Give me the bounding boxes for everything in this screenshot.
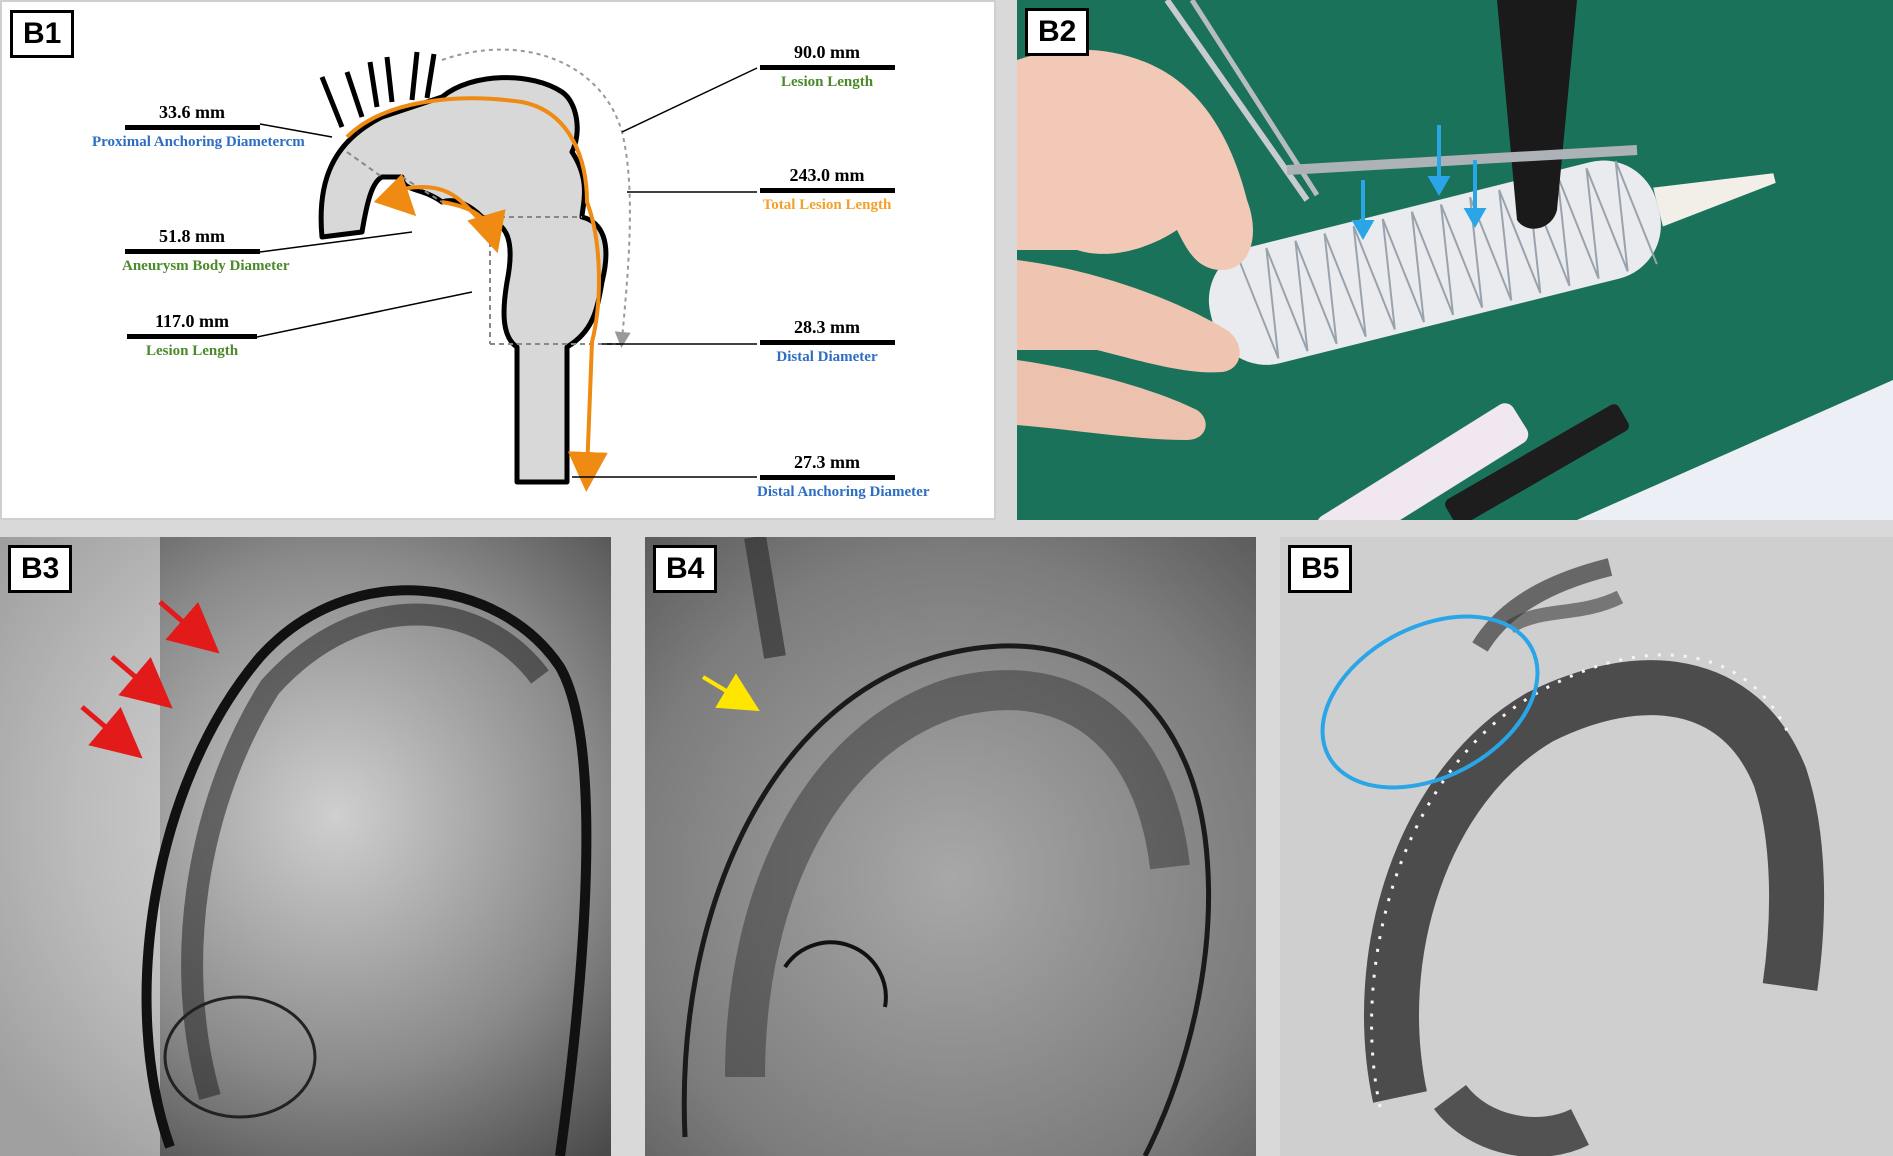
fluoroscopy-image-b4 xyxy=(645,537,1256,1156)
panel-b2-photo: B2 xyxy=(1017,0,1893,520)
measurement-bar xyxy=(124,249,260,254)
measurement-value: 28.3 mm xyxy=(794,317,860,337)
fluoroscopy-image-b3 xyxy=(0,537,611,1156)
measurement-aneurysm-body: 51.8 mm Aneurysm Body Diameter xyxy=(122,226,290,275)
red-arrow-markers xyxy=(80,600,220,759)
panel-label-b2: B2 xyxy=(1025,8,1090,56)
measurement-value: 243.0 mm xyxy=(789,165,865,185)
orange-centerline-arrow xyxy=(345,96,608,492)
measurement-caption: Distal Anchoring Diameter xyxy=(757,484,930,500)
panel-label-b3: B3 xyxy=(8,545,73,593)
panel-b3-fluoroscopy: B3 xyxy=(0,537,611,1156)
measurement-bar xyxy=(759,475,895,480)
measurement-distal-diameter: 28.3 mm Distal Diameter xyxy=(757,317,897,366)
panel-b1-schematic: B1 xyxy=(0,0,996,520)
measurement-bar xyxy=(759,340,895,345)
measurement-proximal-anchoring: 33.6 mm Proximal Anchoring Diametercm xyxy=(92,102,305,151)
panel-label-b4: B4 xyxy=(653,545,718,593)
measurement-distal-anchoring: 27.3 mm Distal Anchoring Diameter xyxy=(757,452,930,501)
measurement-bar xyxy=(124,125,260,130)
blue-ellipse-marker xyxy=(1320,614,1540,790)
measurement-value: 117.0 mm xyxy=(155,311,229,331)
measurement-total-lesion-length: 243.0 mm Total Lesion Length xyxy=(757,165,897,214)
measurement-bar xyxy=(759,65,895,70)
measurement-value: 27.3 mm xyxy=(794,452,860,472)
measurement-lesion-length-left: 117.0 mm Lesion Length xyxy=(122,311,262,360)
aorta-schematic xyxy=(251,48,758,492)
angiography-image-b5 xyxy=(1280,537,1893,1156)
measurement-caption: Lesion Length xyxy=(145,343,239,359)
panel-label-b1: B1 xyxy=(10,10,75,58)
measurement-caption: Aneurysm Body Diameter xyxy=(122,258,290,274)
blue-arrow-markers xyxy=(1351,125,1487,241)
measurement-bar xyxy=(127,334,257,339)
measurement-value: 33.6 mm xyxy=(159,102,225,122)
measurement-caption: Distal Diameter xyxy=(776,349,878,365)
measurement-value: 90.0 mm xyxy=(794,42,860,62)
yellow-arrow-marker xyxy=(701,673,760,712)
stent-graft-photo xyxy=(1017,0,1893,520)
measurement-caption: Lesion Length xyxy=(780,74,874,90)
panel-b4-fluoroscopy: B4 xyxy=(645,537,1256,1156)
aorta-shape xyxy=(318,75,609,485)
measurement-bar xyxy=(759,188,895,193)
measurement-caption: Total Lesion Length xyxy=(762,197,892,213)
panel-b5-angiography: B5 xyxy=(1280,537,1893,1156)
measurement-lesion-length-right: 90.0 mm Lesion Length xyxy=(757,42,897,91)
measurement-value: 51.8 mm xyxy=(159,226,225,246)
measurement-caption: Proximal Anchoring Diametercm xyxy=(92,134,305,150)
panel-label-b5: B5 xyxy=(1288,545,1353,593)
